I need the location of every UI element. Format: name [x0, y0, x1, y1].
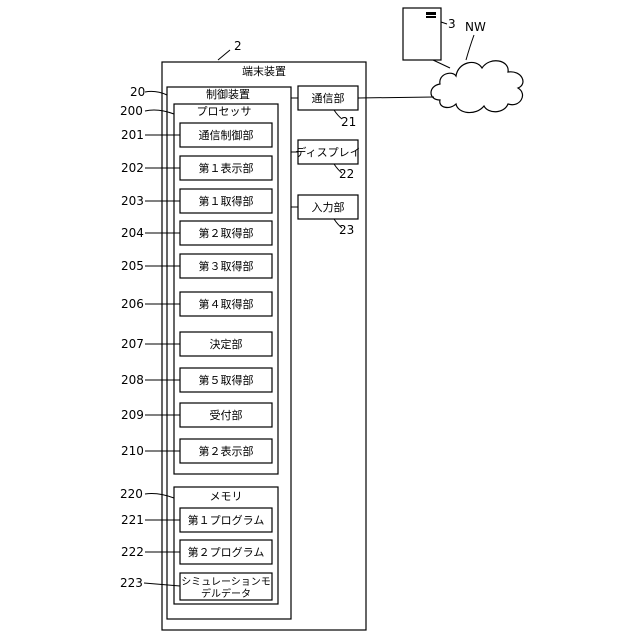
cloud-icon — [431, 61, 523, 113]
terminal-device-label: 端末装置 — [242, 64, 286, 78]
processor-unit-ref: 206 — [121, 297, 144, 311]
communication-network-link — [358, 97, 434, 98]
processor-unit-label: 第４取得部 — [199, 297, 254, 311]
processor-unit-ref: 207 — [121, 337, 144, 351]
memory-unit-ref: 222 — [121, 545, 144, 559]
network-label-leader — [466, 35, 474, 60]
memory-label: メモリ — [210, 490, 243, 503]
memory-ref: 220 — [120, 487, 143, 501]
processor-unit-label: 第２取得部 — [199, 226, 254, 240]
memory-unit-ref: 221 — [121, 513, 144, 527]
processor-unit-label: 第２表示部 — [199, 444, 254, 458]
network-label: NW — [465, 20, 486, 34]
processor-unit-ref: 202 — [121, 161, 144, 175]
input-unit-ref: 23 — [339, 223, 354, 237]
terminal-ref: 2 — [234, 39, 242, 53]
processor-unit-ref: 209 — [121, 408, 144, 422]
server-ref: 3 — [448, 17, 456, 31]
processor-unit-label: 第５取得部 — [199, 373, 254, 387]
terminal-ref-leader — [218, 50, 230, 60]
simulation-model-data-label-line1: シミュレーションモ — [181, 577, 271, 588]
server-slot-icon — [426, 16, 436, 18]
server-network-link — [433, 60, 450, 68]
control-ref: 20 — [130, 85, 145, 99]
processor-unit-ref: 203 — [121, 194, 144, 208]
processor-unit-label: 決定部 — [210, 337, 243, 351]
processor-unit-ref: 204 — [121, 226, 144, 240]
simulation-model-data-ref: 223 — [120, 576, 143, 590]
processor-unit-ref: 208 — [121, 373, 144, 387]
memory-unit-label: 第２プログラム — [188, 545, 265, 559]
server-ref-leader — [441, 22, 447, 24]
processor-unit-label: 第１表示部 — [199, 161, 254, 175]
processor-unit-ref: 205 — [121, 259, 144, 273]
control-device-label: 制御装置 — [206, 87, 250, 101]
display-unit-ref: 22 — [339, 167, 354, 181]
processor-unit-label: 受付部 — [210, 408, 243, 422]
communication-unit-label: 通信部 — [312, 91, 345, 105]
simulation-model-data-label-line2: デルデータ — [201, 587, 251, 600]
memory-unit-label: 第１プログラム — [188, 513, 265, 527]
processor-unit-label: 第１取得部 — [199, 194, 254, 208]
server-box — [403, 8, 441, 60]
input-unit-label: 入力部 — [312, 200, 345, 214]
server-slot-icon — [426, 12, 436, 15]
display-unit-label: ディスプレイ — [295, 145, 360, 159]
communication-unit-ref: 21 — [341, 115, 356, 129]
processor-units: 通信制御部 201 第１表示部 202 第１取得部 203 第２取得部 204 第３取得部 205… — [121, 123, 272, 463]
processor-ref: 200 — [120, 104, 143, 118]
processor-label: プロセッサ — [197, 105, 252, 118]
processor-unit-ref: 201 — [121, 128, 144, 142]
processor-unit-label: 第３取得部 — [199, 259, 254, 273]
processor-unit-ref: 210 — [121, 444, 144, 458]
network: NW — [431, 20, 523, 113]
processor-unit-label: 通信制御部 — [199, 128, 254, 142]
server: 3 — [403, 8, 456, 60]
